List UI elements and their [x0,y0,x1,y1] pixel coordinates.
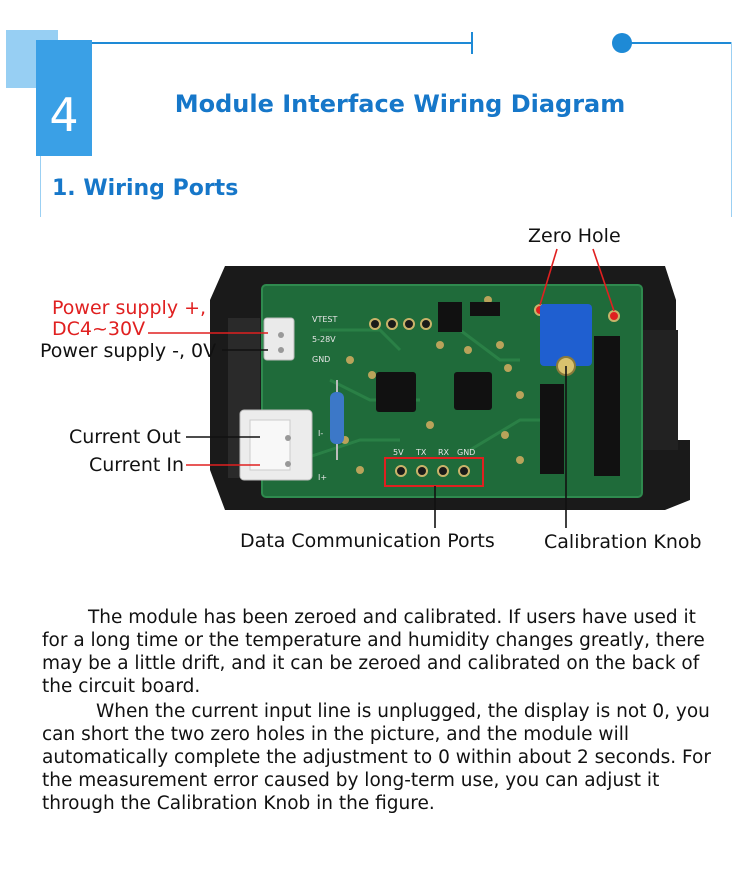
data-ports-highlight [384,457,484,487]
silk-range: 5-28V [312,335,336,344]
silk-5v: 5V [393,448,404,457]
silk-rx: RX [438,448,450,457]
pcb-highlight [261,284,643,498]
silk-vtest: VTEST [312,315,337,324]
header-rule-tick [471,32,473,54]
silk-i-minus: I- [318,429,323,438]
label-power-plus-2: DC4~30V [52,318,146,340]
zero-hole-right [608,310,620,322]
section-title: 1. Wiring Ports [52,176,239,201]
header-rule [40,42,472,44]
label-power-minus: Power supply -, 0V [40,340,217,362]
callout-zero-left [539,248,558,306]
header-dot [612,33,632,53]
header-rule-right [622,42,732,44]
page-title: Module Interface Wiring Diagram [174,90,626,118]
resistor [330,392,344,444]
silk-i-plus: I+ [318,473,327,482]
ic-chip-2 [454,372,492,410]
silk-tx: TX [415,448,427,457]
ic-chip-1 [376,372,416,412]
label-zero-hole: Zero Hole [528,225,621,247]
silk-gnd: GND [312,355,330,364]
description-paragraph-2: When the current input line is unplugged… [42,700,712,815]
data-pins [395,465,470,477]
silk-gnd2: GND [457,448,475,457]
label-calibration-knob: Calibration Knob [544,531,702,553]
callout-zero-right [592,248,615,312]
description-text-1: The module has been zeroed and calibrate… [42,607,705,697]
label-current-in: Current In [89,454,185,476]
section-number: 4 [49,88,79,142]
description-text-2: When the current input line is unplugged… [42,701,711,814]
potentiometer-body [540,304,592,366]
power-connector [263,317,295,361]
label-current-out: Current Out [69,426,181,448]
top-pin-row [369,318,432,330]
label-power-plus-1: Power supply +, [52,297,207,319]
description-paragraph-1: The module has been zeroed and calibrate… [42,606,712,698]
section-number-box [36,40,92,156]
label-data-ports: Data Communication Ports [240,530,495,552]
right-rule [731,42,732,217]
